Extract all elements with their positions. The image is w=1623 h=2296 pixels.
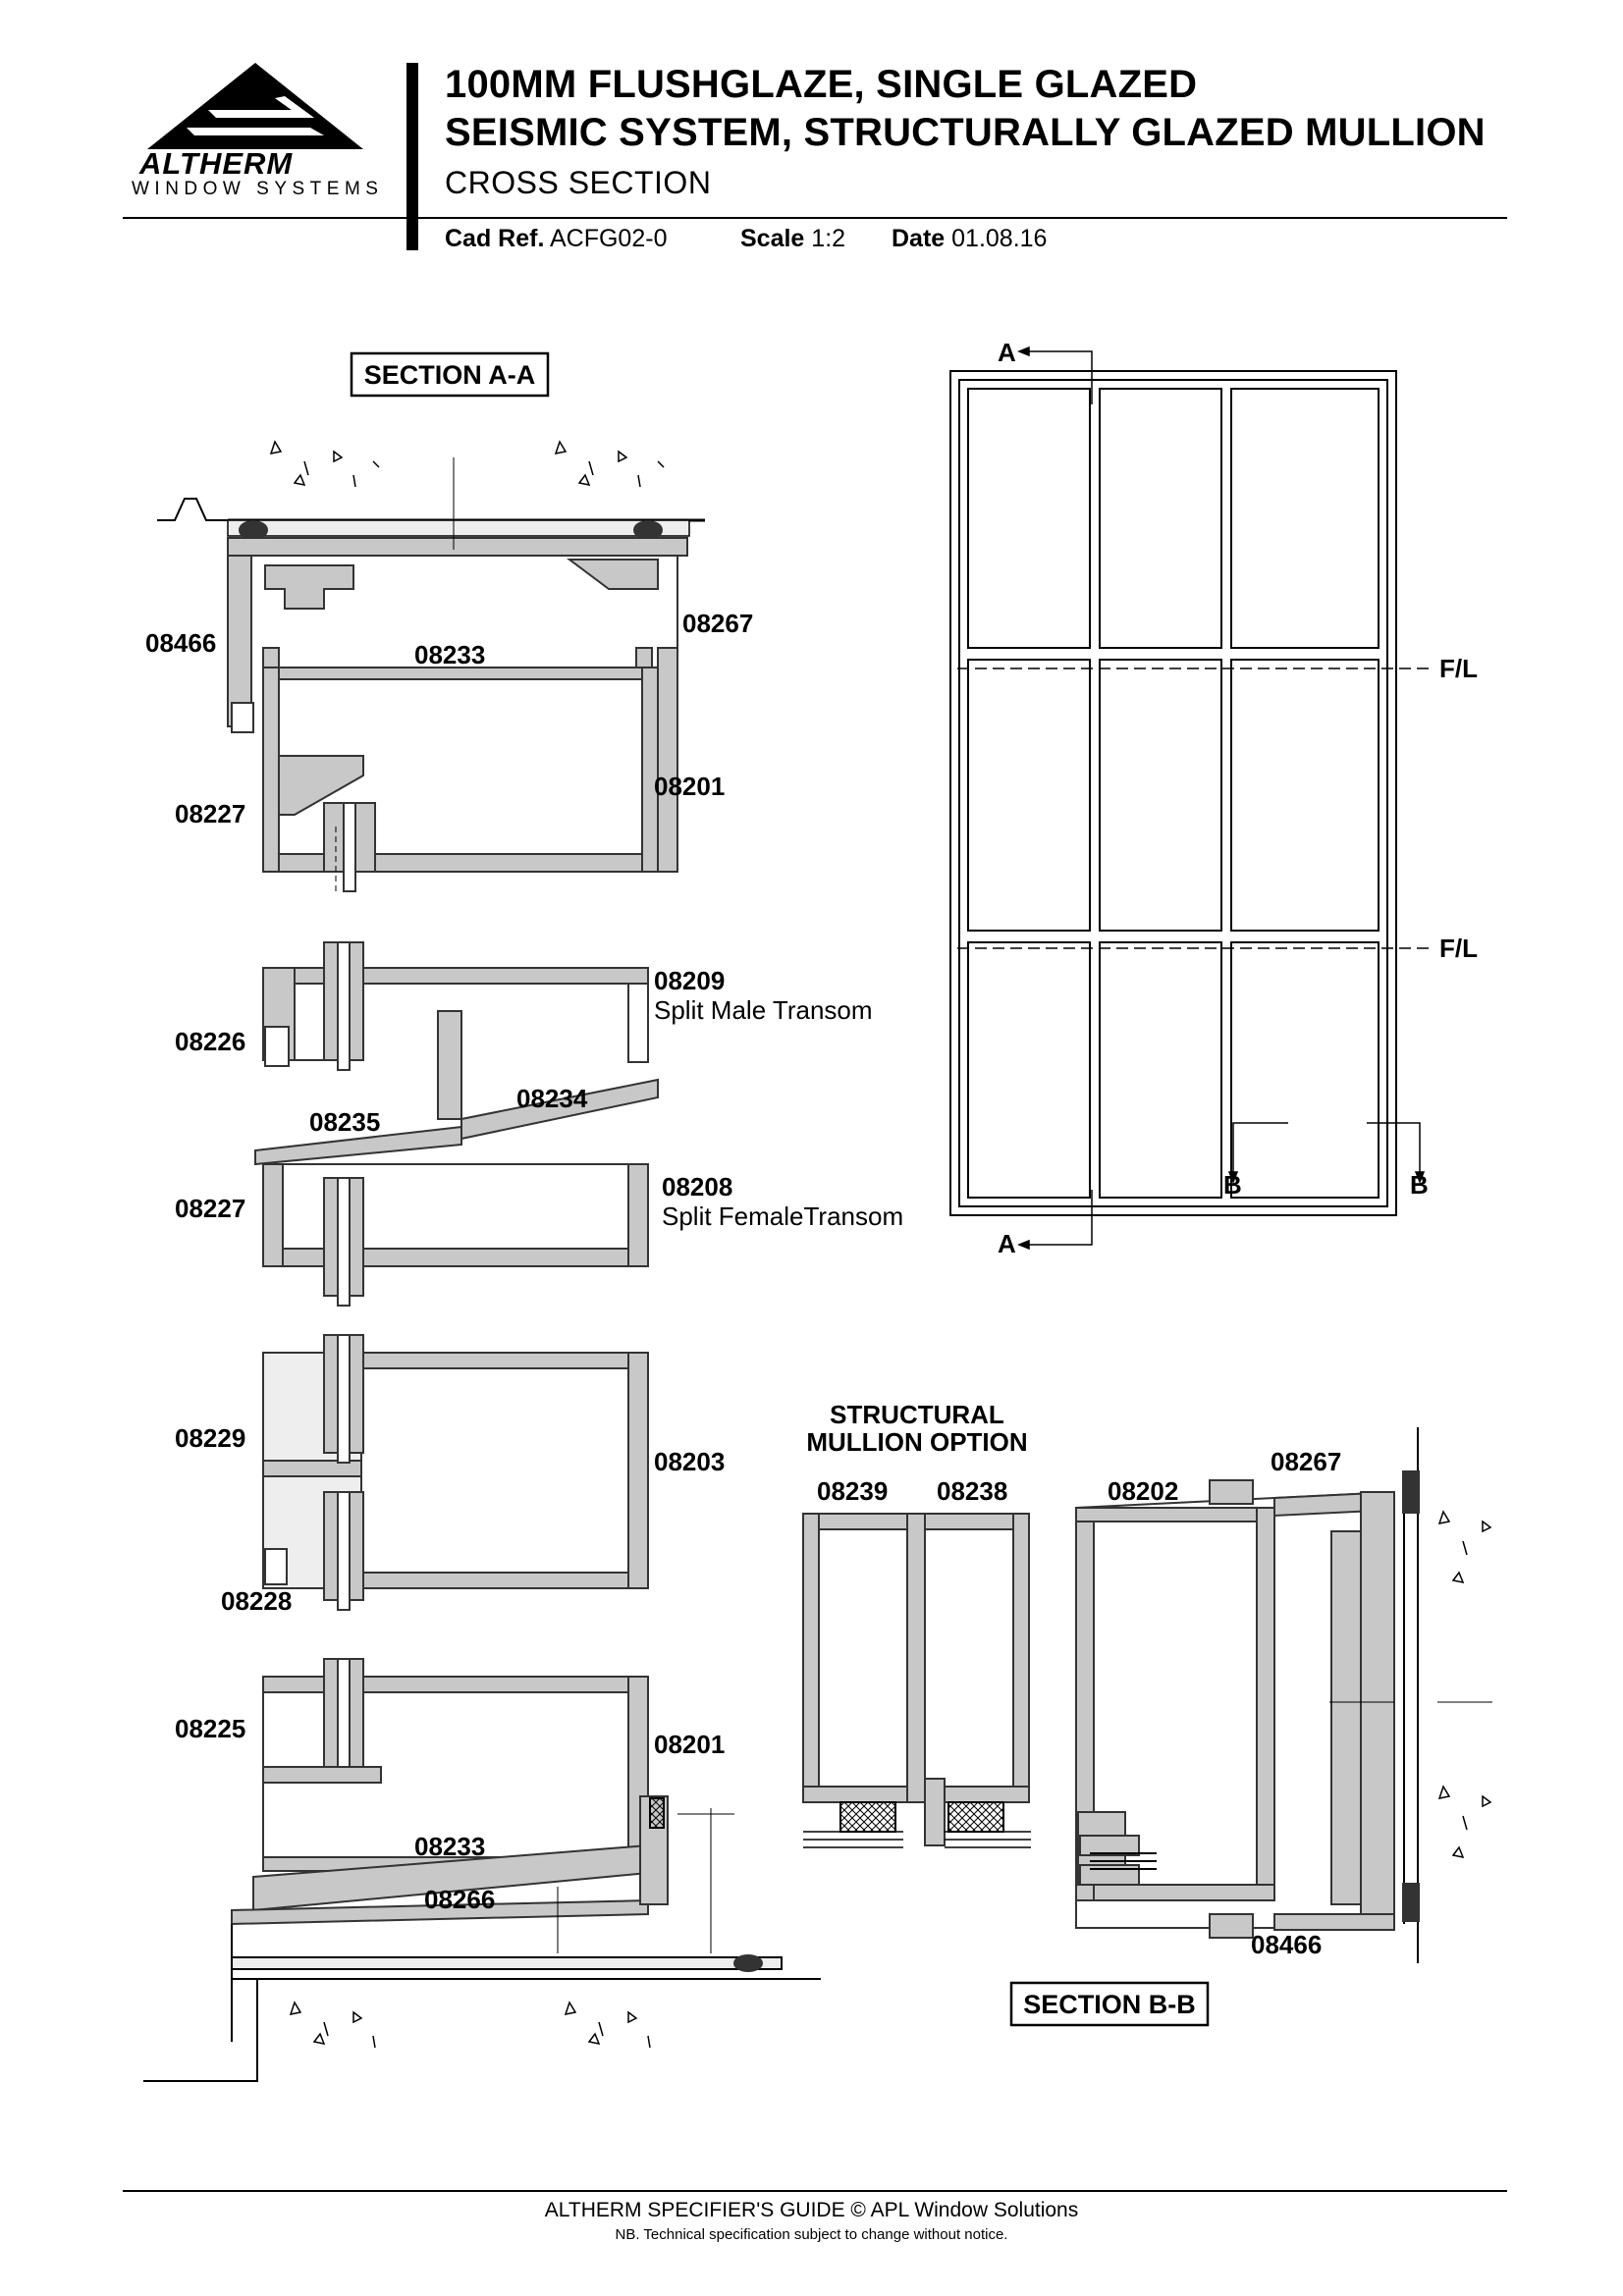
mullion-option-detail [802, 1513, 1030, 1846]
concrete-hatch [269, 440, 1492, 2049]
male-transom-label: Split Male Transom [654, 995, 873, 1025]
footer-line-2: NB. Technical specification subject to c… [615, 2226, 1008, 2243]
date-value: 01.08.16 [951, 225, 1048, 252]
date-label: Date [892, 225, 946, 252]
part-08201: 08201 [654, 772, 725, 801]
head-dimension-lines [335, 457, 455, 891]
part-08233-sill: 08233 [414, 1832, 485, 1861]
scale: Scale 1:2 [740, 225, 845, 253]
title-line-1: 100MM FLUSHGLAZE, SINGLE GLAZED [445, 63, 1198, 106]
part-08235: 08235 [309, 1107, 380, 1137]
mullion-option-glass [803, 1831, 1031, 1848]
section-aa-label: SECTION A-A [364, 360, 536, 390]
section-bb-label-box [1009, 1981, 1210, 2027]
marker-a-top: A [998, 338, 1016, 367]
part-08209: 08209 [654, 966, 725, 995]
part-08234: 08234 [516, 1084, 588, 1113]
section-bb-wall [1090, 1427, 1492, 1963]
part-08466: 08466 [145, 628, 216, 658]
floor-level-upper: F/L [1439, 654, 1478, 683]
altherm-logo [147, 63, 363, 149]
part-08233: 08233 [414, 640, 485, 669]
part-08266: 08266 [424, 1885, 495, 1914]
sill-detail [231, 1658, 783, 2042]
female-transom-label: Split FemaleTransom [662, 1201, 903, 1231]
marker-a-bottom: A [998, 1229, 1016, 1258]
title-line-2: SEISMIC SYSTEM, STRUCTURALLY GLAZED MULL… [445, 111, 1486, 154]
floor-level-lower: F/L [1439, 934, 1478, 963]
roof-flashing [157, 498, 228, 521]
subtitle: CROSS SECTION [445, 165, 712, 200]
mullion-option-title-1: STRUCTURAL [830, 1400, 1004, 1429]
brand-subtitle: WINDOW SYSTEMS [132, 179, 384, 199]
marker-b-right: B [1410, 1170, 1429, 1200]
part-08229: 08229 [175, 1423, 245, 1453]
part-08208: 08208 [662, 1172, 732, 1201]
elevation [949, 370, 1397, 1216]
brand-name: ALTHERM [139, 146, 294, 181]
section-aa-label-box [350, 351, 550, 398]
part-08239: 08239 [817, 1476, 888, 1506]
part-08201-sill: 08201 [654, 1730, 725, 1759]
part-08238: 08238 [937, 1476, 1007, 1506]
part-08227: 08227 [175, 799, 245, 828]
part-08267: 08267 [682, 609, 753, 638]
cad-ref-value: ACFG02-0 [549, 225, 668, 252]
footer-line-1: ALTHERM SPECIFIER'S GUIDE © APL Window S… [544, 2199, 1079, 2221]
part-08267-bb: 08267 [1271, 1447, 1341, 1476]
part-08227-transom: 08227 [175, 1194, 245, 1223]
part-08466-bb: 08466 [1251, 1930, 1322, 1959]
head-detail [157, 498, 705, 892]
scale-value: 1:2 [811, 225, 846, 252]
part-08202: 08202 [1108, 1476, 1178, 1506]
mullion-detail [262, 1334, 649, 1611]
part-08225: 08225 [175, 1714, 245, 1743]
part-08203: 08203 [654, 1447, 725, 1476]
part-08226: 08226 [175, 1027, 245, 1056]
mullion-option-title-2: MULLION OPTION [806, 1427, 1027, 1457]
marker-b-left: B [1223, 1170, 1242, 1200]
header-bar [406, 63, 418, 250]
sill-ground [143, 1808, 821, 2082]
cad-ref-label: Cad Ref. [445, 225, 545, 252]
elevation-markers [957, 346, 1434, 1251]
part-08228: 08228 [221, 1586, 292, 1616]
scale-label: Scale [740, 225, 805, 252]
date: Date 01.08.16 [892, 225, 1047, 253]
section-bb-wall-seal-bottom [1402, 1883, 1420, 1922]
section-bb-wall-seal-top [1402, 1470, 1420, 1514]
transom-detail [254, 941, 659, 1307]
cad-ref: Cad Ref. ACFG02-0 [445, 225, 667, 253]
section-bb-label: SECTION B-B [1023, 1990, 1196, 2019]
section-bb-detail [1075, 1479, 1395, 1939]
